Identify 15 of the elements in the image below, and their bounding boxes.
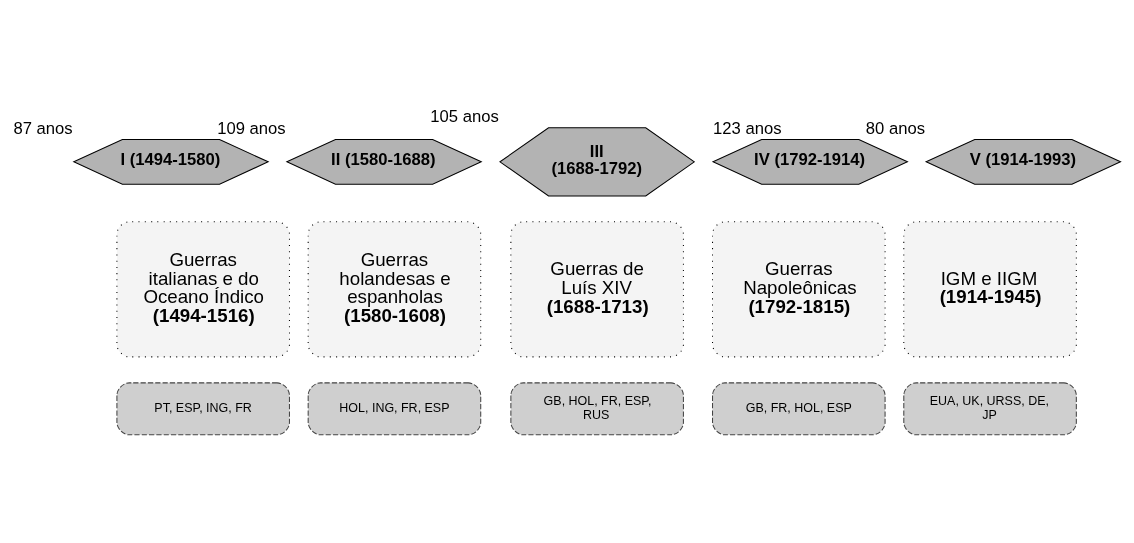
node-box: Guerras holandesas e espanholas (1580-1608) [307,220,482,357]
node-box: EUA, UK, URSS, DE, JP [903,381,1077,435]
node-box: Guerras italianas e do Oceano Índico (1494-1516) [116,220,290,357]
node-box: HOL, ING, FR, ESP [307,381,482,435]
node-label: 109 anos [217,118,286,138]
node-label: 80 anos [865,118,926,138]
node-label: 123 anos [713,118,782,138]
node-box: Guerras de Luís XIV (1688-1713) [510,220,684,357]
node-label: 87 anos [13,118,73,138]
node-box: GB, HOL, FR, ESP, RUS [510,381,684,435]
node-box: IGM e IIGM (1914-1945) [903,220,1077,357]
node-box: PT, ESP, ING, FR [116,381,290,435]
node-box: GB, FR, HOL, ESP [712,381,886,435]
node-label: 105 anos [430,106,499,126]
node-box: Guerras Napoleônicas (1792-1815) [712,220,886,357]
